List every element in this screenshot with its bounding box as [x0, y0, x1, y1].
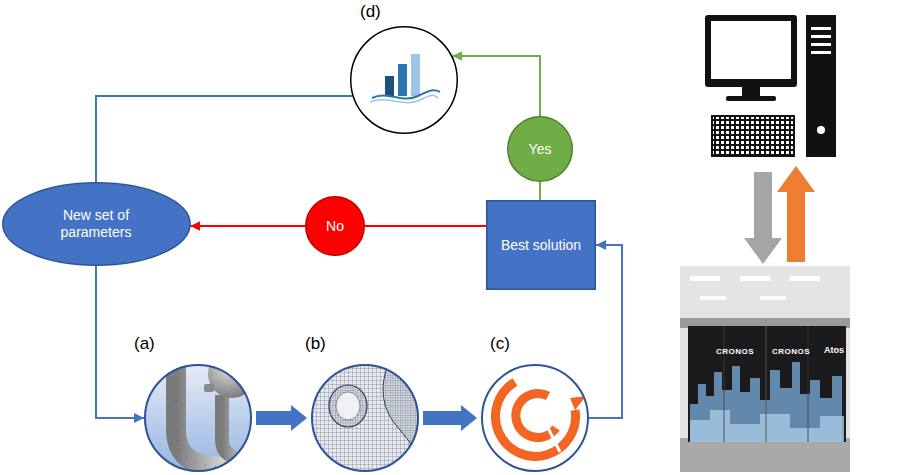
chart-icon	[350, 26, 458, 134]
geometry-circle: (a)	[144, 364, 252, 472]
ellipse-outline	[305, 196, 365, 256]
ellipse-outline	[2, 183, 189, 265]
flow-arrow	[96, 96, 352, 182]
panel-letter: (c)	[490, 334, 510, 354]
ellipse-outline	[350, 26, 458, 134]
mesh-circle: (b)	[311, 364, 419, 472]
ellipse-outline	[144, 364, 252, 472]
solver-circle: (c)	[481, 364, 589, 472]
flow-arrow	[589, 245, 622, 418]
panel-letter: (d)	[360, 2, 381, 22]
pipe-geometry	[140, 350, 270, 475]
ellipse-outline	[312, 365, 418, 471]
solver-logo	[481, 364, 589, 472]
flow-arrow	[365, 225, 486, 227]
block-arrow	[256, 405, 307, 431]
photo-label: Atos	[824, 345, 844, 355]
panel-letter: (a)	[134, 334, 155, 354]
analysis-circle: (d)	[350, 26, 458, 134]
label-slot: Atos	[824, 339, 844, 357]
label-slot: CRONOS	[716, 340, 754, 358]
node-text: New set of parameters	[36, 207, 156, 241]
flow-arrow	[452, 56, 540, 116]
ellipse-outline	[311, 364, 419, 472]
ellipse-outline	[145, 365, 251, 471]
mesh-image	[308, 360, 430, 475]
panel-letter: (b)	[305, 334, 326, 354]
node-text: Best solution	[501, 237, 581, 254]
decision-box: Best solution	[486, 200, 596, 290]
node-text: Yes	[529, 141, 552, 158]
ellipse-outline	[351, 27, 458, 134]
parameter-ellipse: New set of parameters	[2, 182, 191, 266]
ellipse-outline	[481, 364, 589, 472]
node-text: No	[326, 218, 344, 235]
box-outline	[486, 200, 596, 290]
photo-label: CRONOS	[716, 347, 754, 356]
ellipse-outline	[482, 365, 588, 471]
flow-arrow	[190, 225, 305, 227]
ellipse-outline	[508, 117, 573, 182]
flow-arrow	[96, 266, 144, 418]
ellipse-outline	[306, 197, 365, 256]
label-slot: CRONOS	[772, 340, 810, 358]
box-outline	[487, 201, 596, 290]
transfer-arrows	[744, 166, 815, 264]
ellipse-outline	[507, 116, 573, 182]
photo-label: CRONOS	[772, 347, 810, 356]
computer-icon	[705, 15, 836, 157]
flow-arrow	[539, 182, 541, 200]
block-arrow	[423, 405, 477, 431]
yes-circle: Yes	[507, 116, 573, 182]
supercomputer-photo	[680, 266, 850, 472]
ellipse-outline	[2, 182, 191, 266]
no-circle: No	[305, 196, 365, 256]
